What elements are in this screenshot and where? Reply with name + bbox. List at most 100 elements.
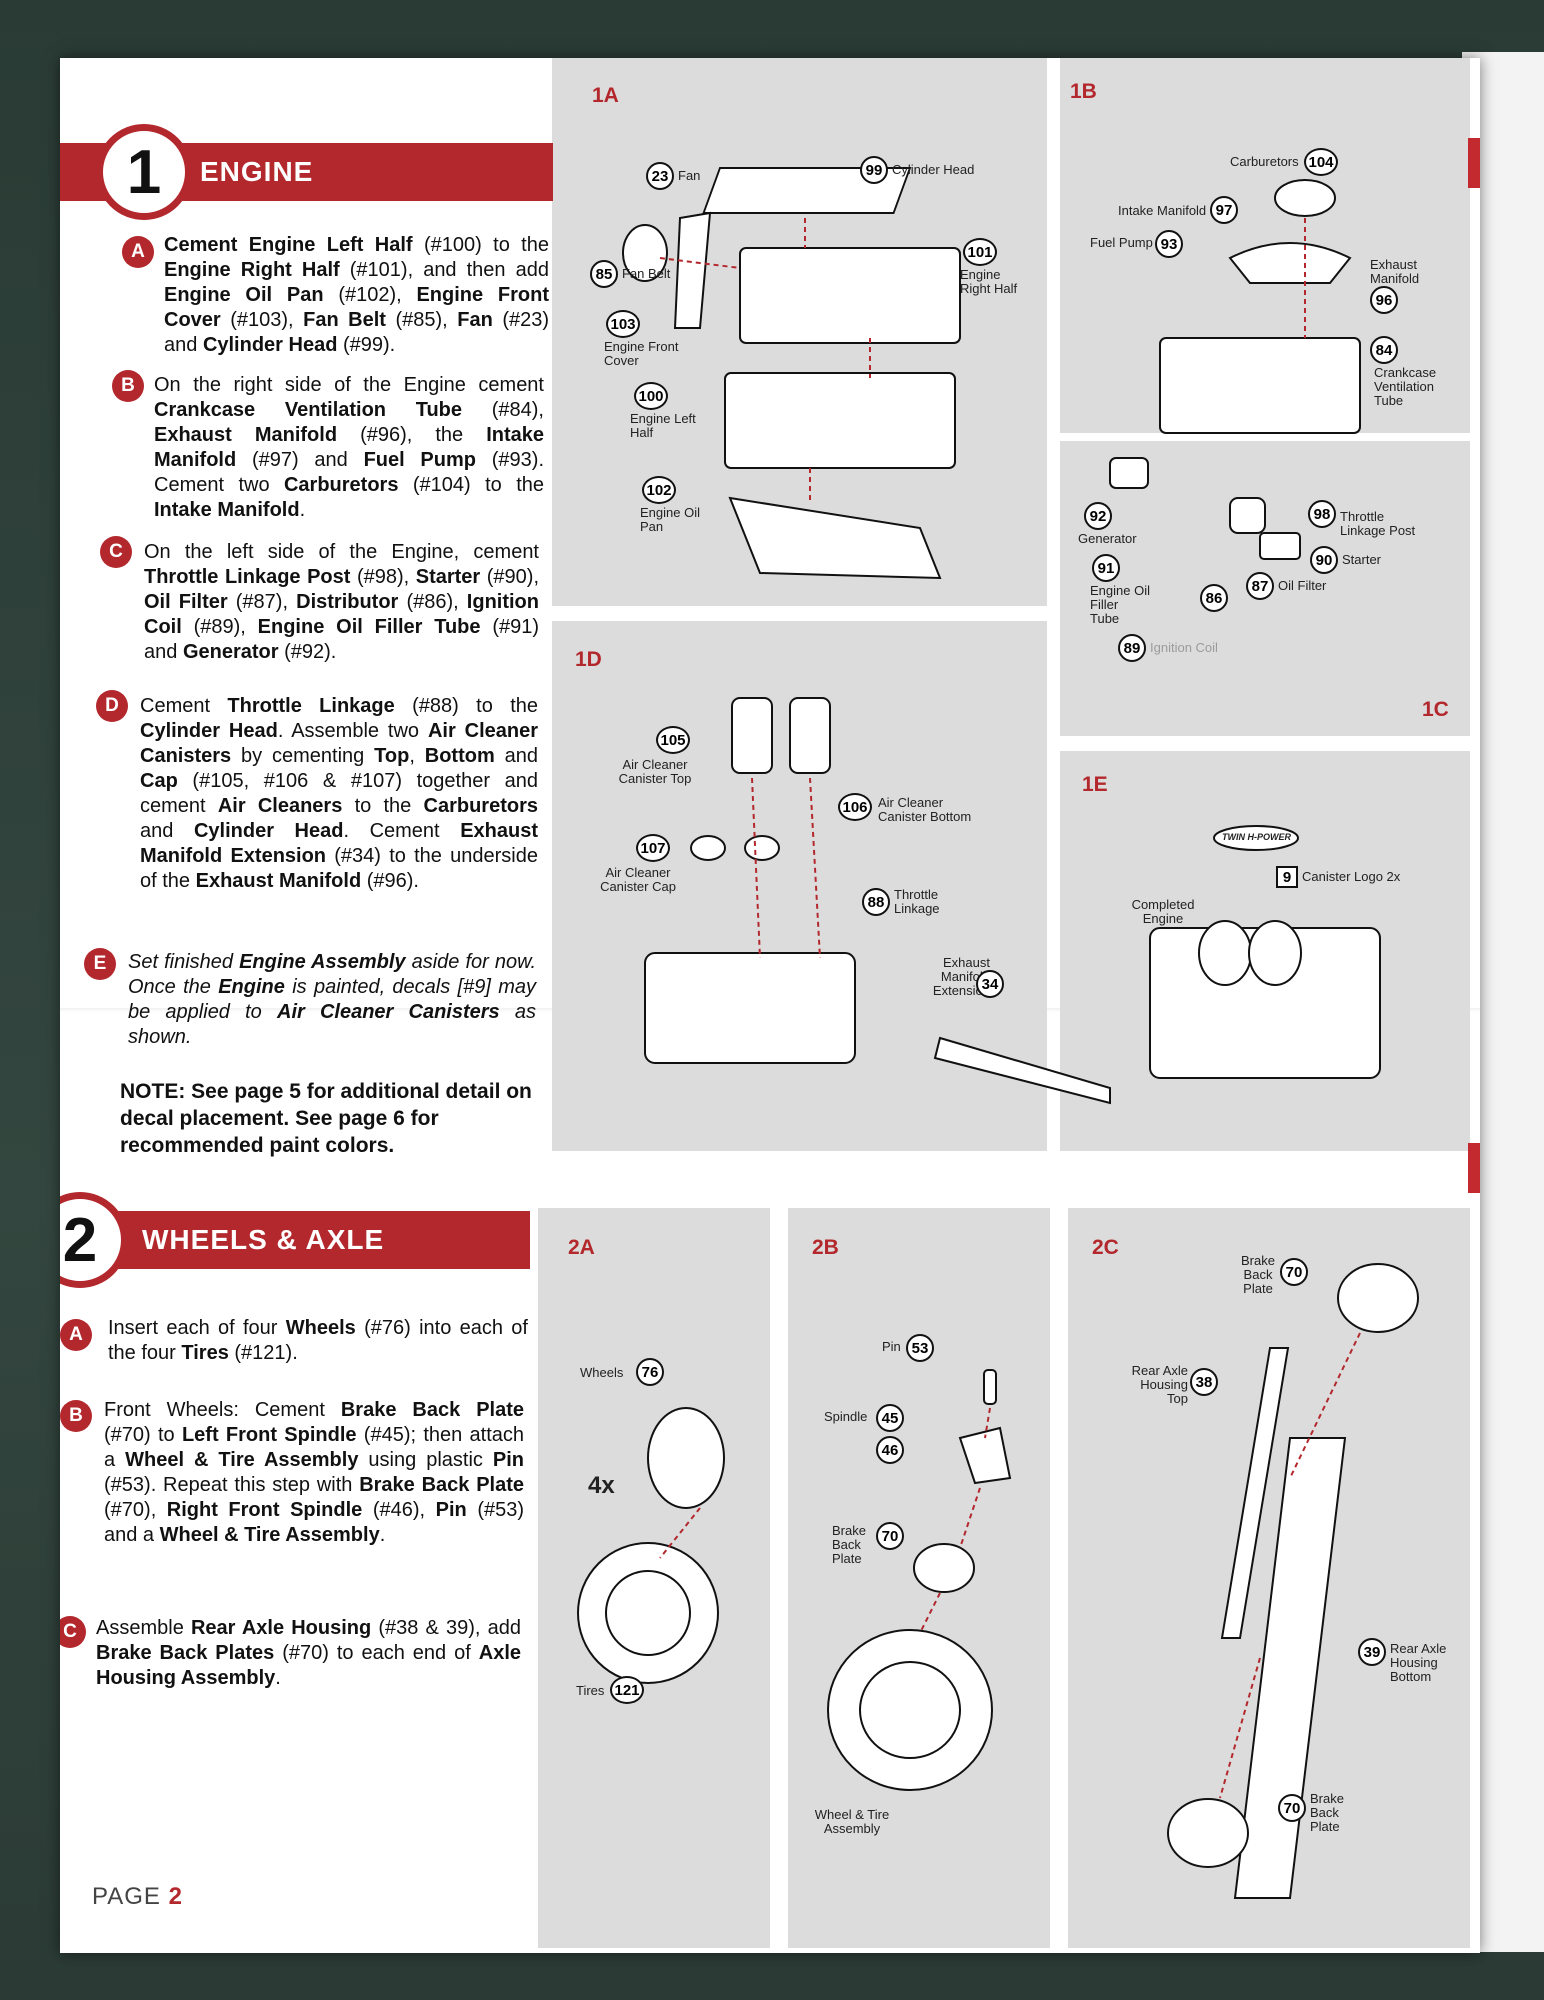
part-number-callout: 96 xyxy=(1370,286,1398,314)
panel-label-1e: 1E xyxy=(1082,773,1108,796)
part-number-callout: 89 xyxy=(1118,634,1146,662)
edge-tab xyxy=(1468,138,1480,188)
part-label: Fan Belt xyxy=(622,266,671,281)
panel-label-2c: 2C xyxy=(1092,1236,1119,1259)
part-label: Cylinder Head xyxy=(892,162,975,177)
step-1b-text: On the right side of the Engine cement C… xyxy=(154,374,545,521)
step-badge: B xyxy=(112,370,144,402)
part-number-callout: 70 xyxy=(1278,1794,1306,1822)
part-label: Ignition Coil xyxy=(1150,640,1218,655)
part-number-callout: 86 xyxy=(1200,584,1228,612)
part-number-callout: 99 xyxy=(860,156,888,184)
fan-belt-part xyxy=(673,211,712,329)
part-label: Throttle Linkage Post xyxy=(1340,509,1416,538)
panel-label-2a: 2A xyxy=(568,1236,595,1259)
part-label: Intake Manifold xyxy=(1118,203,1207,218)
part-number-callout: 103 xyxy=(606,310,640,338)
part-number-callout: 107 xyxy=(636,834,670,862)
step-1e-text: Set finished Engine Assembly aside for n… xyxy=(128,951,536,1048)
step-badge: E xyxy=(84,948,116,980)
part-label: Exhaust Manifold xyxy=(1370,257,1420,286)
part-number-callout: 91 xyxy=(1092,554,1120,582)
part-label: Engine Left Half xyxy=(630,411,696,440)
part-number-callout: 102 xyxy=(642,476,676,504)
part-label: Canister Logo 2x xyxy=(1302,869,1401,884)
part-label: Engine Front Cover xyxy=(604,339,679,368)
step-1c-text: On the left side of the Engine, cement T… xyxy=(144,541,540,663)
part-label: Air Cleaner Canister Cap xyxy=(600,865,676,894)
part-number-callout: 46 xyxy=(876,1436,904,1464)
part-label: Fuel Pump xyxy=(1090,235,1153,250)
section-number: 1 xyxy=(96,124,192,220)
part-number-callout: 98 xyxy=(1308,500,1336,528)
step-badge: D xyxy=(96,690,128,722)
part-number-callout: 93 xyxy=(1155,230,1183,258)
step-1d-text: Cement Throttle Linkage (#88) to the Cyl… xyxy=(140,695,539,892)
engine-right-half-part xyxy=(739,247,961,344)
part-label: Brake Back Plate xyxy=(832,1523,866,1566)
part-label: Tires xyxy=(576,1683,605,1698)
section-header-wheels-axle: 2 WHEELS & AXLE xyxy=(60,1192,530,1288)
part-number-callout: 23 xyxy=(646,162,674,190)
part-number-callout: 76 xyxy=(636,1358,664,1386)
part-number-callout: 97 xyxy=(1210,196,1238,224)
assembly-illustrations xyxy=(577,167,1419,1899)
part-label: Crankcase Ventilation Tube xyxy=(1374,365,1437,408)
step-2c-text: Assemble Rear Axle Housing (#38 & 39), a… xyxy=(96,1617,521,1689)
part-number-callout: 85 xyxy=(590,260,618,288)
fan-part xyxy=(622,224,668,282)
edge-tab xyxy=(1468,1143,1480,1193)
part-label: Engine Oil Filler Tube xyxy=(1090,583,1150,626)
step-2a-text: Insert each of four Wheels (#76) into ea… xyxy=(108,1317,528,1364)
part-label: Oil Filter xyxy=(1278,578,1327,593)
panel-label-2b: 2B xyxy=(812,1236,839,1259)
part-number-callout: 45 xyxy=(876,1404,904,1432)
section-title: WHEELS & AXLE xyxy=(142,1224,385,1255)
part-label: Rear Axle Housing Bottom xyxy=(1390,1641,1447,1684)
part-label: Rear Axle Housing Top xyxy=(1131,1363,1188,1406)
step-badge: C xyxy=(100,536,132,568)
panel-label-1d: 1D xyxy=(575,648,602,671)
step-badge: B xyxy=(60,1400,92,1432)
part-number-callout: 39 xyxy=(1358,1638,1386,1666)
completed-engine-label: Completed Engine xyxy=(1131,897,1195,926)
panel-label-1c: 1C xyxy=(1422,698,1449,721)
part-number-callout: 105 xyxy=(656,726,690,754)
cylinder-head-part xyxy=(702,167,912,214)
panel-label-1a: 1A xyxy=(592,84,619,107)
step-badge: A xyxy=(60,1319,92,1351)
instruction-sheet: 1A 1B 1C 1D 1E 2A 2B 2C 1 ENGINE A Cemen… xyxy=(60,58,1480,1953)
part-number-callout: 70 xyxy=(1280,1258,1308,1286)
part-number-callout: 34 xyxy=(976,970,1004,998)
part-number-callout: 70 xyxy=(876,1522,904,1550)
twin-h-power-logo: TWIN H-POWER xyxy=(1222,832,1291,842)
part-label: Air Cleaner Canister Top xyxy=(618,757,692,786)
part-number-callout: 87 xyxy=(1246,572,1274,600)
part-number-callout: 121 xyxy=(610,1676,644,1704)
part-label: Throttle Linkage xyxy=(894,887,940,916)
part-number-callout: 106 xyxy=(838,793,872,821)
part-number-callout: 92 xyxy=(1084,502,1112,530)
part-label: Brake Back Plate xyxy=(1310,1791,1344,1834)
note-text: NOTE: See page 5 for additional detail o… xyxy=(120,1080,532,1157)
panel-label-1b: 1B xyxy=(1070,80,1097,103)
part-number-callout: 90 xyxy=(1310,546,1338,574)
quantity-label: 4x xyxy=(588,1472,615,1499)
part-number-callout: 101 xyxy=(963,238,997,266)
part-number-callout: 104 xyxy=(1304,148,1338,176)
part-label: Spindle xyxy=(824,1409,868,1424)
step-1a-text: Cement Engine Left Half (#100) to the En… xyxy=(164,234,550,356)
part-label: Wheels xyxy=(580,1365,624,1380)
wheel-tire-assembly-label: Wheel & Tire Assembly xyxy=(814,1807,890,1836)
engine-left-half-part xyxy=(724,372,956,469)
part-label: Starter xyxy=(1342,552,1382,567)
part-number-callout: 53 xyxy=(906,1334,934,1362)
step-badge: A xyxy=(122,236,154,268)
part-label: Pin xyxy=(882,1339,901,1354)
step-2b-text: Front Wheels: Cement Brake Back Plate (#… xyxy=(104,1399,525,1546)
part-label: Fan xyxy=(678,168,701,183)
page-number: PAGE 2 xyxy=(92,1883,183,1910)
part-label: Air Cleaner Canister Bottom xyxy=(878,795,972,824)
part-label: Brake Back Plate xyxy=(1241,1253,1275,1296)
part-number-callout: 88 xyxy=(862,888,890,916)
